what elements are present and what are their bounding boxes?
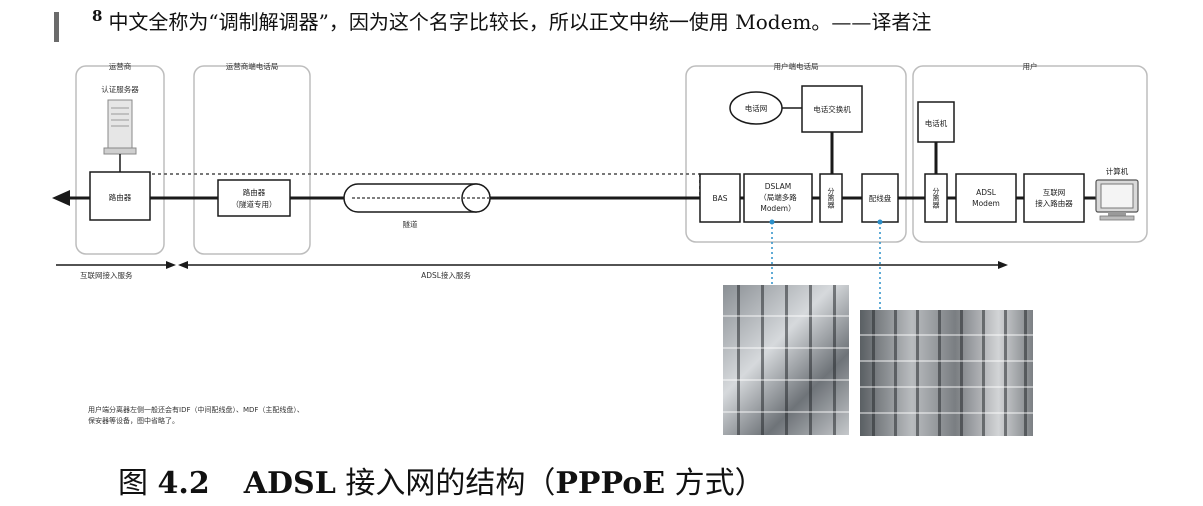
internet-access-label: 互联网接入服务 <box>80 270 133 280</box>
distribution-frame-box <box>861 173 899 223</box>
adsl-network-diagram: 运营商 运营商端电话局 用户端电话局 用户 隧道 认证服务器 路由器 路由器 （… <box>52 61 1148 425</box>
region-isp-office <box>193 65 311 255</box>
region-isp-label: 运营商 <box>109 61 132 71</box>
bas-label: BAS <box>712 194 727 203</box>
frame-photo-dot <box>877 219 883 225</box>
caption-text-b: 接入网的结构（ <box>345 466 556 501</box>
footnote-bar <box>54 12 59 42</box>
tunnel-router-label-2: （隧道专用） <box>232 199 277 209</box>
caption-text-c: PPPoE <box>555 466 666 501</box>
adsl-access-label: ADSL接入服务 <box>421 270 471 280</box>
tunnel-router-label-1: 路由器 <box>243 187 266 197</box>
dslam-label-1: DSLAM <box>765 182 792 191</box>
adsl-access-arrowhead-right <box>998 261 1008 269</box>
office-splitter-label: 分离器 <box>827 187 835 210</box>
caption-prefix: 图 <box>118 466 148 501</box>
adsl-access-arrowhead-left <box>178 261 188 269</box>
adsl-modem-box <box>955 173 1017 223</box>
distribution-frame-photo <box>860 310 1033 436</box>
caption-text-a: ADSL <box>243 466 336 501</box>
tunnel-label: 隧道 <box>403 219 418 229</box>
computer-label: 计算机 <box>1106 166 1129 176</box>
bas-box <box>699 173 741 223</box>
access-router-label-1: 互联网 <box>1043 188 1066 197</box>
dslam-label-2: （局端多路 <box>759 192 797 202</box>
figure-caption: 图 4.2 ADSL 接入网的结构（PPPoE 方式） <box>118 458 765 502</box>
footnote-number: 8 <box>92 7 103 25</box>
region-user-label: 用户 <box>1023 61 1038 71</box>
footnote-text: 中文全称为“调制解调器”，因为这个名字比较长，所以正文中统一使用 Modem。—… <box>108 10 932 34</box>
adsl-modem-label-1: ADSL <box>976 188 997 197</box>
access-router-box <box>1023 173 1085 223</box>
auth-server-label: 认证服务器 <box>101 84 139 94</box>
dslam-label-3: Modem） <box>760 204 795 213</box>
region-user-office <box>685 65 907 243</box>
user-splitter-box <box>924 173 948 223</box>
tunnel-tube-end <box>461 183 491 213</box>
router-label: 路由器 <box>109 192 132 202</box>
distribution-frame-label: 配线盘 <box>869 193 892 203</box>
computer-icon <box>1095 179 1139 221</box>
main-line-arrowhead <box>52 190 70 206</box>
dslam-photo-dot <box>769 219 775 225</box>
region-user-office-label: 用户端电话局 <box>774 61 819 71</box>
access-router-label-2: 接入路由器 <box>1035 198 1073 208</box>
region-user <box>912 65 1148 243</box>
region-isp-office-label: 运营商端电话局 <box>226 61 279 71</box>
adsl-modem-label-2: Modem <box>972 199 1000 208</box>
caption-text-d: 方式） <box>674 466 765 501</box>
user-splitter-label: 分离器 <box>932 187 940 210</box>
office-splitter-box <box>819 173 843 223</box>
router-box <box>89 171 151 221</box>
server-icon <box>103 99 137 155</box>
phone-network-label: 电话网 <box>745 103 768 113</box>
caption-number: 4.2 <box>157 466 210 501</box>
telephone-box <box>917 101 955 143</box>
region-isp <box>75 65 165 255</box>
internet-access-arrowhead <box>166 261 176 269</box>
footnote: 8 中文全称为“调制解调器”，因为这个名字比较长，所以正文中统一使用 Modem。… <box>92 6 931 35</box>
telephone-label: 电话机 <box>925 118 948 128</box>
note-line-2: 保安器等设备，图中省略了。 <box>88 416 179 425</box>
tunnel-router-box <box>217 179 291 217</box>
dslam-box <box>743 173 813 223</box>
note-line-1: 用户端分离器左侧一般还会有IDF（中间配线盘）、MDF（主配线盘）、 <box>88 405 304 414</box>
phone-switch-label: 电话交换机 <box>813 104 851 114</box>
dslam-rack-photo <box>723 285 849 435</box>
